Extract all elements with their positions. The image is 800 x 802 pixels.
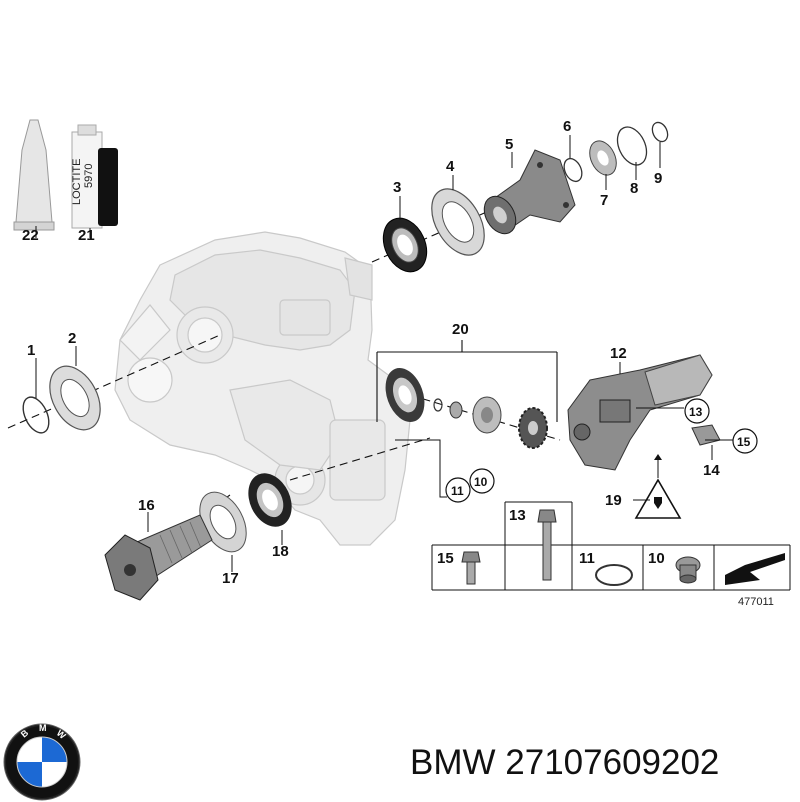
kit-20-bracket <box>376 340 558 422</box>
callout-8: 8 <box>630 180 638 197</box>
bottle-brand-label: LOCTITE <box>71 159 83 205</box>
callout-9: 9 <box>654 170 662 187</box>
leader-lines <box>35 135 733 572</box>
callout-13: 13 <box>689 405 703 419</box>
callout-15: 15 <box>737 435 751 449</box>
part-caption: BMW 27107609202 <box>410 738 795 788</box>
bracket-14 <box>691 424 721 446</box>
svg-text:B: B <box>19 727 31 739</box>
legend-10: 10 <box>648 550 665 567</box>
legend-15: 15 <box>437 550 454 567</box>
snap-ring-9 <box>651 121 669 143</box>
callout-1: 1 <box>27 342 35 359</box>
callout-14: 14 <box>703 462 720 479</box>
output-shaft-16 <box>104 514 213 601</box>
callout-6: 6 <box>563 118 571 135</box>
kit-20-small-rings <box>433 398 463 419</box>
callout-18: 18 <box>272 543 289 560</box>
bmw-logo: B M W <box>3 723 81 801</box>
legend-11: 11 <box>579 550 595 567</box>
callout-20: 20 <box>452 321 469 338</box>
callouts: 1 2 3 4 5 6 7 8 9 20 12 14 19 16 17 18 2… <box>22 118 720 587</box>
circled-callouts: 13 15 11 10 <box>445 398 758 503</box>
o-ring-8 <box>616 126 648 166</box>
callout-11: 11 <box>451 484 464 498</box>
callout-7: 7 <box>600 192 608 209</box>
legend-13: 13 <box>509 507 526 524</box>
kit-20-seal <box>385 367 425 423</box>
legend-labels: 15 13 11 10 <box>437 507 665 567</box>
kit-20-gear <box>518 407 548 449</box>
thrust-washer-17 <box>199 491 247 553</box>
callout-4: 4 <box>446 158 455 175</box>
callout-10: 10 <box>474 475 488 489</box>
thrust-washer-2 <box>49 365 101 431</box>
callout-12: 12 <box>610 345 627 362</box>
shaft-seal-3 <box>382 217 428 273</box>
callout-22: 22 <box>22 227 39 244</box>
bottle-code-label: 5970 <box>83 164 95 188</box>
svg-text:M: M <box>39 723 47 733</box>
thrust-washer-4 <box>431 188 485 256</box>
legend-parts <box>461 509 785 586</box>
o-ring-6 <box>563 157 583 183</box>
warning-triangle-19 <box>634 454 682 519</box>
callout-19: 19 <box>605 492 622 509</box>
callout-5: 5 <box>505 136 513 153</box>
legend-table <box>431 501 791 591</box>
callout-21: 21 <box>78 227 95 244</box>
o-ring-1 <box>22 396 50 434</box>
output-flange-5 <box>483 149 576 235</box>
caption-part-number: 27107609202 <box>505 743 720 782</box>
shaft-seal-18 <box>248 473 292 527</box>
callout-2: 2 <box>68 330 76 347</box>
sealant-tube-22 <box>13 119 55 231</box>
callout-17: 17 <box>222 570 239 587</box>
diagram-reference-number: 477011 <box>738 596 774 608</box>
sealant-bottle-21: LOCTITE 5970 <box>71 124 118 229</box>
washer-7 <box>589 140 617 176</box>
callout-16: 16 <box>138 497 155 514</box>
actuator-motor-12 <box>567 354 713 471</box>
transfer-case-housing <box>114 231 411 546</box>
caption-brand: BMW <box>410 743 496 782</box>
kit-20-bearing <box>472 396 502 434</box>
callout-3: 3 <box>393 179 401 196</box>
